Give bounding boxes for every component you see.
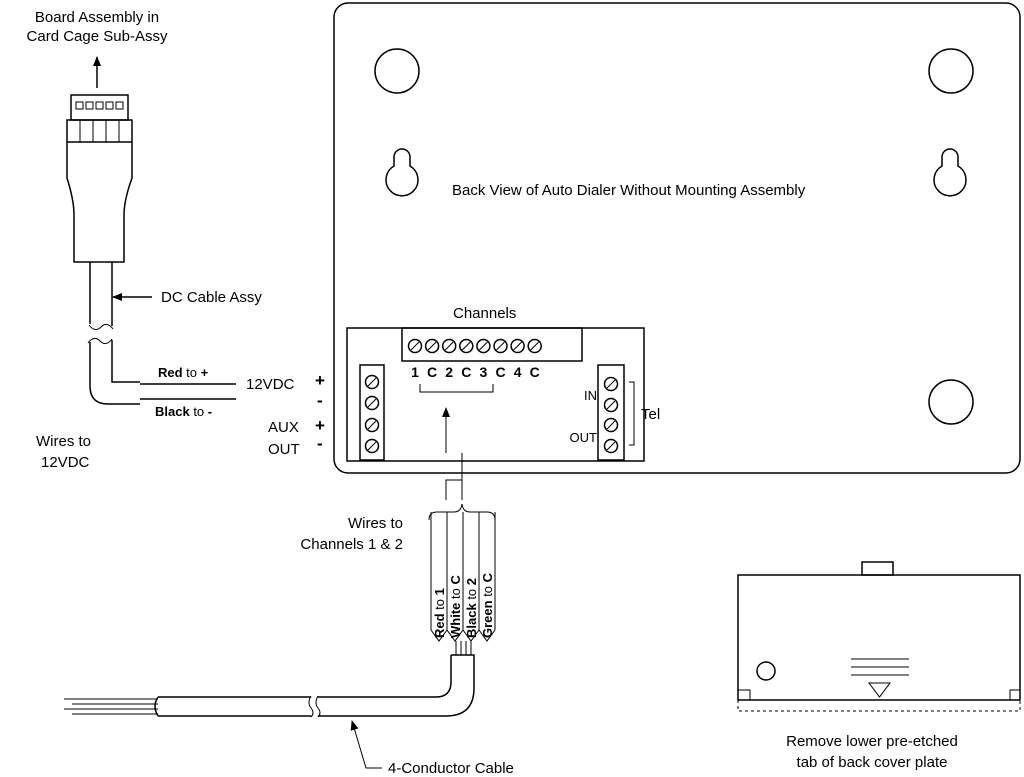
conductor-strip: White to C [446, 512, 464, 642]
power-screw-2 [364, 395, 380, 411]
channel-screw-1 [407, 338, 423, 354]
aux-label: AUX [268, 419, 299, 436]
cable-stripped-ends [64, 698, 158, 715]
channel-terminal-label: 2 [445, 364, 453, 380]
12vdc-plus: + [315, 371, 325, 390]
mounting-hole-top-left [374, 48, 420, 94]
dc-cable-upper [89, 262, 113, 326]
pre-etched-tab [737, 700, 1021, 712]
four-conductor-label: 4-Conductor Cable [388, 760, 514, 777]
12vdc-minus: - [317, 391, 323, 410]
channels-1-2-bracket [419, 384, 494, 393]
back-view-label: Back View of Auto Dialer Without Mountin… [452, 182, 806, 199]
channel-connection-line [446, 408, 463, 500]
dc-cable-label: DC Cable Assy [161, 289, 262, 306]
four-conductor-leader [350, 720, 382, 769]
board-assembly-label-2: Card Cage Sub-Assy [27, 28, 168, 45]
conductor-strip: Red to 1 [430, 512, 448, 642]
tel-screw-3 [603, 417, 619, 433]
channel-screw-5 [476, 338, 491, 354]
keyhole-slot-left [385, 148, 419, 197]
tel-in-label: IN [584, 388, 597, 403]
channel-terminal-label: C [495, 364, 505, 380]
power-terminal-strip [359, 364, 385, 461]
power-screw-3 [364, 417, 380, 433]
keyhole-slot-right [933, 148, 967, 197]
tel-screw-4 [603, 438, 619, 454]
wires-12vdc-label-1: Wires to [36, 433, 91, 450]
terminal-board [346, 327, 645, 462]
channel-screw-3 [441, 338, 457, 354]
red-wire-label: Red to + [158, 365, 209, 380]
wires-channels-label-2: Channels 1 & 2 [300, 536, 403, 553]
tel-screw-1 [603, 376, 619, 392]
channel-terminal-label: 3 [480, 364, 488, 380]
channel-screw-4 [459, 338, 474, 354]
black-wire-label: Black to - [155, 404, 212, 419]
connector-pins [75, 101, 124, 110]
channel-screw-6 [493, 338, 508, 354]
tel-screws [603, 376, 619, 454]
conductor-label: Black to 2 [464, 578, 479, 638]
conductor-strip: Green to C [478, 512, 496, 642]
back-cover-plate: Remove lower pre-etched tab of back cove… [737, 561, 1021, 771]
dc-cable-assembly: Board Assembly in Card Cage Sub-Assy DC … [27, 9, 325, 471]
power-screws [364, 374, 380, 454]
wires-channels-brace [428, 503, 496, 521]
channel-terminal-label: C [530, 364, 540, 380]
channel-terminal-label: 4 [514, 364, 522, 380]
tel-label: Tel [641, 406, 660, 423]
out-minus: - [317, 434, 323, 453]
tel-terminal-strip [597, 364, 625, 461]
channel-terminal-label: C [461, 364, 471, 380]
conductor-label: Green to C [480, 572, 495, 638]
channel-terminal-label: 1 [411, 364, 419, 380]
remove-tab-label-2: tab of back cover plate [797, 754, 948, 771]
dc-cable-lower [89, 340, 140, 405]
mounting-hole-bottom-right [928, 379, 974, 425]
aux-plus: + [315, 416, 325, 435]
channels-label: Channels [453, 305, 516, 322]
cover-body [737, 574, 1021, 701]
mounting-hole-top-right [928, 48, 974, 94]
12vdc-label: 12VDC [246, 376, 295, 393]
channel-terminal-label: C [427, 364, 437, 380]
board-assembly-label-1: Board Assembly in [35, 9, 159, 26]
dc-connector-boot [66, 142, 133, 263]
out-label: OUT [268, 441, 300, 458]
conductor-strip: Black to 2 [462, 512, 480, 642]
dc-connector-body [66, 119, 133, 143]
wires-12vdc-label-2: 12VDC [41, 454, 90, 471]
four-conductor-jacket [318, 654, 475, 717]
tel-screw-2 [603, 397, 619, 413]
power-screw-1 [364, 374, 380, 390]
cover-top-tab [861, 561, 894, 576]
channel-screw-8 [527, 338, 542, 354]
auto-dialer-back-panel: Back View of Auto Dialer Without Mountin… [333, 2, 1021, 474]
tel-bracket [629, 381, 635, 446]
cover-hole [756, 661, 776, 681]
tel-out-label: OUT [570, 430, 598, 445]
channel-screw-7 [510, 338, 525, 354]
remove-tab-label-1: Remove lower pre-etched [786, 733, 958, 750]
dc-connector-top [70, 94, 129, 121]
channel-screws [407, 338, 542, 354]
four-conductor-jacket-left [154, 696, 311, 717]
conductor-label: White to C [448, 575, 463, 638]
channel-terminal-strip [401, 327, 583, 362]
channel-screw-2 [424, 338, 440, 354]
power-screw-4 [364, 438, 380, 454]
wires-channels-label-1: Wires to [348, 515, 403, 532]
cover-triangle-mark [868, 682, 891, 698]
conductor-label: Red to 1 [432, 588, 447, 638]
